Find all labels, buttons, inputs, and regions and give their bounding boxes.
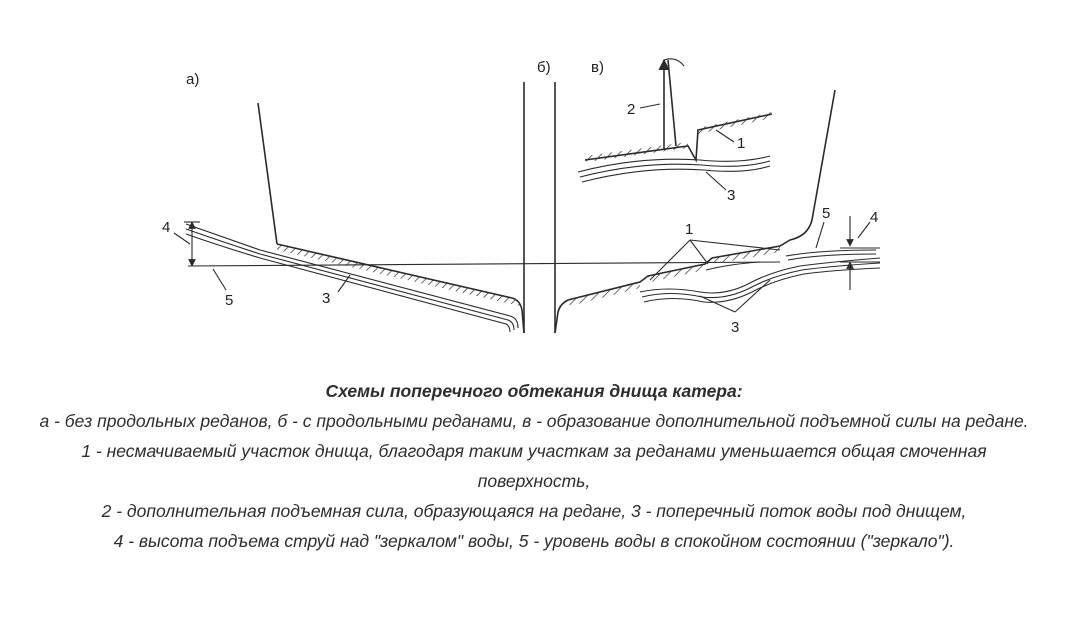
callout-main-5: 5 <box>822 205 830 222</box>
callout-a-3: 3 <box>322 290 330 307</box>
boat-bottom-flow-diagram: а) б) в) 4 5 3 <box>162 58 881 336</box>
callout-v-3: 3 <box>727 187 735 204</box>
panel-label-a: а) <box>186 71 199 88</box>
height-marker-a <box>184 221 200 267</box>
callout-main-3: 3 <box>731 319 739 336</box>
callout-main-3-leader <box>699 279 771 313</box>
panel-v-detail <box>577 58 773 183</box>
callout-v-1: 1 <box>737 135 745 152</box>
height-marker-v <box>840 216 880 290</box>
callout-a-5: 5 <box>225 292 233 309</box>
caption-title: Схемы поперечного обтекания днища катера… <box>325 381 743 401</box>
panel-a-flow-lines <box>185 223 519 333</box>
figure-caption: Схемы поперечного обтекания днища катера… <box>0 376 1068 556</box>
caption-line-4: 4 - высота подъема струй над "зеркалом" … <box>113 531 955 551</box>
caption-line-1: а - без продольных реданов, б - с продол… <box>39 411 1029 431</box>
caption-line-3: 2 - дополнительная подъемная сила, образ… <box>101 501 967 521</box>
callout-main-1: 1 <box>685 221 693 238</box>
callout-main-4: 4 <box>870 209 878 226</box>
callout-v-2: 2 <box>627 101 635 118</box>
callout-main-1-leader <box>649 239 781 281</box>
panel-b-flow-lines <box>639 249 881 303</box>
panel-label-b: б) <box>537 59 551 76</box>
panel-a-hull <box>257 82 525 334</box>
panel-b-hull <box>554 82 836 334</box>
water-level-line <box>187 261 781 267</box>
callout-a-4: 4 <box>162 219 170 236</box>
panel-label-v: в) <box>591 59 604 76</box>
caption-line-2: 1 - несмачиваемый участок днища, благода… <box>81 441 987 491</box>
